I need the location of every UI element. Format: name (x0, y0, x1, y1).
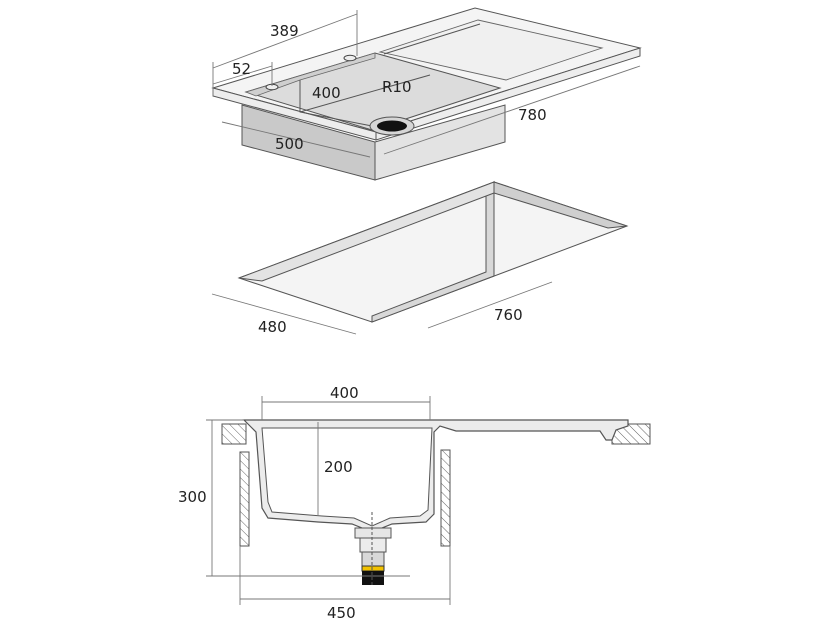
waste-outlet (362, 571, 384, 585)
dim-760: 760 (427, 281, 553, 329)
dim-480: 480 (211, 293, 357, 336)
drain-hole (377, 120, 407, 132)
dim-760-label: 760 (494, 306, 523, 324)
dim-400-top-label: 400 (312, 84, 341, 102)
dim-780: 780 (383, 65, 641, 155)
cutout-outer (237, 181, 629, 323)
drainer-board (378, 19, 604, 81)
dim-300-label: 300 (178, 488, 207, 506)
dim-780-label: 780 (518, 106, 547, 124)
dim-52-label: 52 (232, 60, 251, 78)
dim-400-section: 400 (261, 384, 431, 420)
tap-hole (343, 54, 357, 62)
waste-fitting (354, 512, 392, 586)
dim-500: 500 (221, 121, 371, 158)
drainer-groove (383, 23, 481, 55)
cabinet-wall-left (239, 451, 250, 547)
cutout-isometric-view: 480 760 (211, 180, 629, 336)
dim-389: 389 (212, 10, 358, 96)
sink-section-view: 400 200 300 450 (178, 384, 651, 622)
dim-200-label: 200 (324, 458, 353, 476)
sink-inner-profile (261, 427, 433, 527)
dim-400-section-label: 400 (330, 384, 359, 402)
countertop-left (221, 423, 247, 445)
sink-isometric-view: 389 52 400 R10 780 500 (211, 7, 642, 181)
dim-450-label: 450 (327, 604, 356, 620)
dim-200: 200 (317, 422, 353, 516)
bowl-floor-edge (299, 74, 431, 113)
dim-480-label: 480 (258, 318, 287, 336)
dim-52: 52 (212, 60, 273, 86)
radius-label: R10 (382, 78, 412, 96)
cabinet-wall-right (440, 449, 451, 547)
waste-seal-band (361, 565, 385, 572)
dim-389-label: 389 (270, 22, 299, 40)
dim-450: 450 (239, 546, 451, 622)
sink-slab-edge-right (375, 47, 641, 141)
dim-500-label: 500 (275, 135, 304, 153)
